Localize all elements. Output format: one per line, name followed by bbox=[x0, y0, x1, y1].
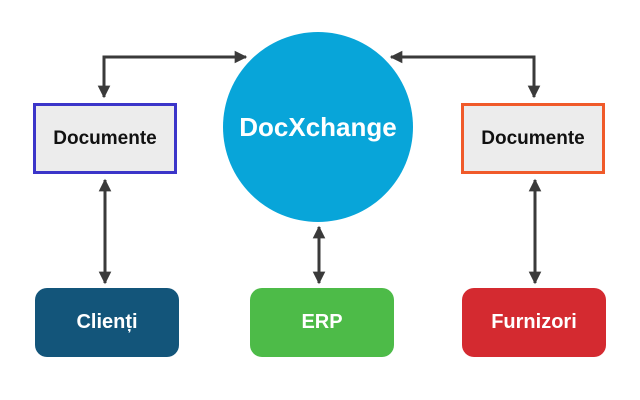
documents-box-right: Documente bbox=[461, 103, 605, 174]
connector-left-docs-center bbox=[97, 50, 248, 99]
erp-node: ERP bbox=[250, 288, 394, 357]
documents-box-left: Documente bbox=[33, 103, 177, 174]
connector-right-docs-center bbox=[389, 50, 541, 99]
docxchange-node: DocXchange bbox=[223, 32, 413, 222]
clients-node: Clienți bbox=[35, 288, 179, 357]
suppliers-node: Furnizori bbox=[462, 288, 606, 357]
